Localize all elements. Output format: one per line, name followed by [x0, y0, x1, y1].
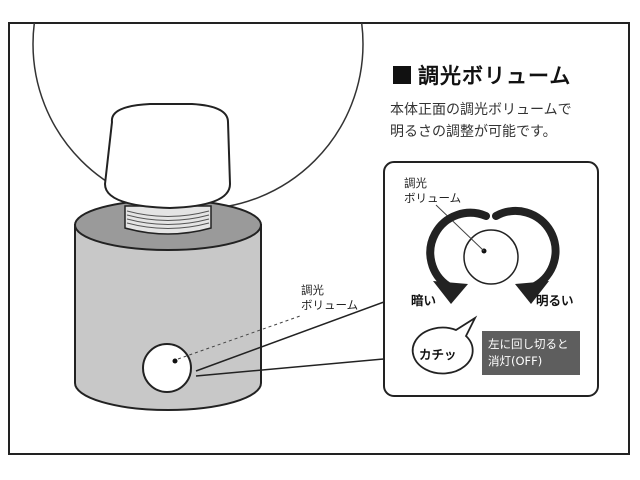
description-line-2: 明るさの調整が可能です。: [390, 124, 557, 140]
off-note: 左に回し切ると 消灯(OFF): [482, 331, 580, 375]
zoom-line-bottom: [195, 358, 385, 377]
knob-label: 調光 ボリューム: [404, 176, 461, 206]
dark-direction-arc: [426, 208, 490, 290]
click-speech-bubble: [411, 315, 478, 375]
off-note-line-1: 左に回し切ると: [488, 337, 569, 351]
device-dimmer-knob: [142, 343, 192, 393]
title-row: 調光ボリューム: [393, 60, 571, 90]
device-cap: [103, 103, 232, 210]
bright-label: 明るい: [536, 293, 574, 308]
callout-knob: [463, 229, 519, 285]
click-sound-text: カチッ: [419, 347, 457, 362]
knob-label-line-1: 調光: [404, 176, 427, 190]
dark-label: 暗い: [411, 293, 437, 308]
zoom-line-top: [195, 301, 385, 372]
dark-direction-arrowhead: [433, 281, 468, 304]
bright-direction-arrowhead: [515, 281, 549, 304]
threaded-neck: [124, 205, 212, 235]
title-square-bullet: [393, 66, 411, 84]
knob-label-line-2: ボリューム: [404, 191, 462, 205]
device-label: 調光 ボリューム: [301, 283, 358, 313]
callout-leader-line: [435, 204, 485, 252]
page-title: 調光ボリューム: [418, 64, 572, 88]
device-label-line-2: ボリューム: [301, 298, 359, 312]
device-knob-indicator: [172, 358, 178, 364]
description-line-1: 本体正面の調光ボリュームで: [390, 102, 572, 118]
device-label-line-1: 調光: [301, 283, 324, 297]
bright-direction-arc: [492, 206, 560, 290]
description: 本体正面の調光ボリュームで 明るさの調整が可能です。: [390, 99, 572, 143]
off-note-line-2: 消灯(OFF): [488, 354, 543, 368]
